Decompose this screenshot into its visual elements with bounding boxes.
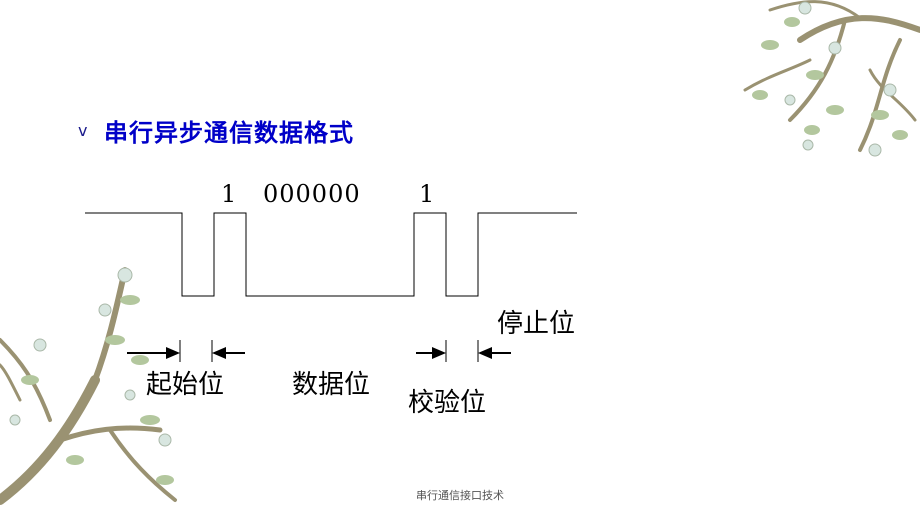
waveform-line	[85, 212, 577, 297]
start-bit-arrow-left	[127, 347, 180, 359]
parity-bit-arrow-left	[416, 347, 446, 359]
slide-title: 串行异步通信数据格式	[104, 118, 354, 147]
bit-label-data: 000000	[263, 180, 361, 208]
start-bit-label: 起始位	[146, 370, 225, 400]
parity-bit-label: 校验位	[408, 388, 487, 418]
data-bits-label: 数据位	[292, 370, 371, 400]
stop-bit-label: 停止位	[497, 309, 576, 339]
bullet-title-row: v 串行异步通信数据格式	[78, 112, 354, 148]
bit-label-start: 1	[221, 180, 237, 208]
slide-footer: 串行通信接口技术	[416, 489, 504, 502]
bullet-icon: v	[78, 120, 88, 140]
bit-label-parity: 1	[419, 180, 435, 208]
parity-bit-arrow-right	[478, 347, 511, 359]
start-bit-arrow-right	[212, 347, 245, 359]
